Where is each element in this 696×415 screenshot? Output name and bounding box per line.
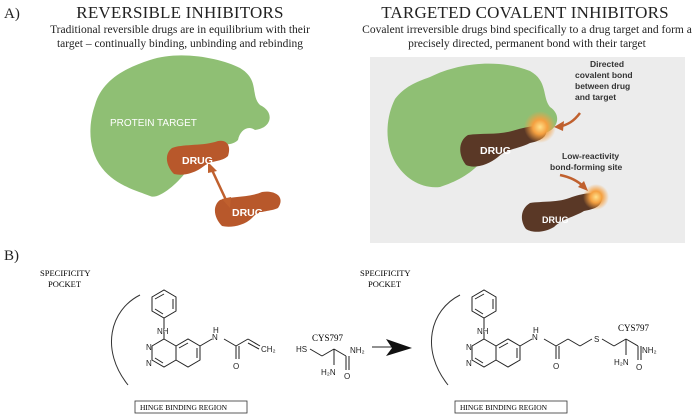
bond-forming-site-glow <box>583 184 609 210</box>
site-callout-arrowhead <box>578 181 588 191</box>
bond-callout-arrowhead <box>554 121 564 131</box>
hinge-box-left <box>134 400 248 414</box>
pocket-right-line-2: POCKET <box>368 279 402 289</box>
bond-callout-line-2: covalent bond <box>575 70 633 80</box>
covalent-drug-bound-label: DRUG <box>480 145 511 157</box>
reversible-illustration: PROTEIN TARGET DRUG DRUG <box>90 55 281 227</box>
product-h2n-label: H₂N <box>614 358 629 367</box>
reactant-atom-labels: NH N N N H O CH₂ <box>146 326 276 371</box>
reactant-n2-label: N <box>146 359 152 368</box>
covalent-description: Covalent irreversible drugs bind specifi… <box>358 23 696 51</box>
reaction-arrowhead <box>386 339 412 356</box>
product-o-label: O <box>553 362 559 371</box>
hinge-box-right <box>454 400 568 414</box>
product-amide-n-label: N <box>532 333 538 342</box>
covalent-drug-free-shape <box>521 193 602 232</box>
site-callout-line-1: Low-reactivity <box>562 151 619 161</box>
covalent-protein-blob <box>387 63 558 188</box>
reactant-nh-label: NH <box>157 327 169 336</box>
bond-callout-line-4: and target <box>575 92 616 102</box>
covalent-title: TARGETED COVALENT INHIBITORS <box>381 3 669 22</box>
bond-callout-line-3: between drug <box>575 81 630 91</box>
hinge-label-left: HINGE BINDING REGION <box>140 403 228 412</box>
product-cys-o-label: O <box>636 363 642 372</box>
reaction-scheme: SPECIFICITY POCKET SPECIFICITY POCKET NH… <box>40 268 657 414</box>
site-callout-line-2: bond-forming site <box>550 162 623 172</box>
cys-label: CYS797 <box>312 333 344 343</box>
drug-bound-label: DRUG <box>182 155 213 167</box>
equilibrium-arrowhead-down <box>222 197 231 208</box>
covalent-drug-bound-shape <box>460 125 547 167</box>
cys-nh2-label: NH₂ <box>350 346 365 355</box>
cysteine-molecule <box>309 348 350 370</box>
hinge-label-right: HINGE BINDING REGION <box>460 403 548 412</box>
reactant-n1-label: N <box>146 343 152 352</box>
product-molecule <box>471 289 642 368</box>
equilibrium-arrow <box>210 169 228 201</box>
pocket-left-line-2: POCKET <box>48 279 82 289</box>
covalent-description-line-2: precisely directed, permanent bond with … <box>408 38 646 50</box>
product-nh-label: NH <box>477 327 489 336</box>
cys-hs-label: HS <box>296 345 307 354</box>
pocket-arc-right <box>431 294 461 386</box>
product-s-label: S <box>594 335 599 344</box>
drug-free-label: DRUG <box>232 207 263 219</box>
product-n2-label: N <box>466 359 472 368</box>
reversible-title: REVERSIBLE INHIBITORS <box>76 3 284 22</box>
reactant-molecule <box>151 289 261 368</box>
reactant-o-label: O <box>233 362 239 371</box>
product-n1-label: N <box>466 343 472 352</box>
cys-o-label: O <box>344 372 350 381</box>
pocket-left-line-1: SPECIFICITY <box>40 268 91 278</box>
cys-h2n-label: H₂N <box>321 368 336 377</box>
pocket-right-line-1: SPECIFICITY <box>360 268 411 278</box>
reversible-description-line-2: target – continually binding, unbinding … <box>56 38 304 50</box>
bond-callout-line-1: Directed <box>590 59 624 69</box>
pocket-arc-left <box>111 294 141 386</box>
panel-b-label: B) <box>4 248 19 264</box>
covalent-illustration: DRUG DRUG Directed covalent bond between… <box>387 59 633 232</box>
equilibrium-arrowhead-up <box>208 162 217 173</box>
reversible-description: Traditional reversible drugs are in equi… <box>20 23 340 51</box>
product-nh2-label: NH₂ <box>642 346 657 355</box>
covalent-description-line-1: Covalent irreversible drugs bind specifi… <box>362 24 692 36</box>
product-atom-labels: NH N N N H O S NH₂ H₂N O <box>466 326 657 372</box>
drug-bound-shape <box>166 140 230 175</box>
protein-target-blob <box>90 55 270 197</box>
reactant-ch2-label: CH₂ <box>261 345 276 354</box>
product-amide-h-label: H <box>533 326 539 335</box>
covalent-drug-free-label: DRUG <box>542 215 569 225</box>
reversible-description-line-1: Traditional reversible drugs are in equi… <box>50 24 310 36</box>
drug-free-shape <box>214 191 281 227</box>
panel-a-label: A) <box>4 6 20 22</box>
reactant-amide-h-label: H <box>213 326 219 335</box>
protein-target-label: PROTEIN TARGET <box>110 118 197 129</box>
covalent-bond-glow <box>524 111 556 143</box>
reactant-amide-n-label: N <box>212 333 218 342</box>
cys-label-product: CYS797 <box>618 323 650 333</box>
